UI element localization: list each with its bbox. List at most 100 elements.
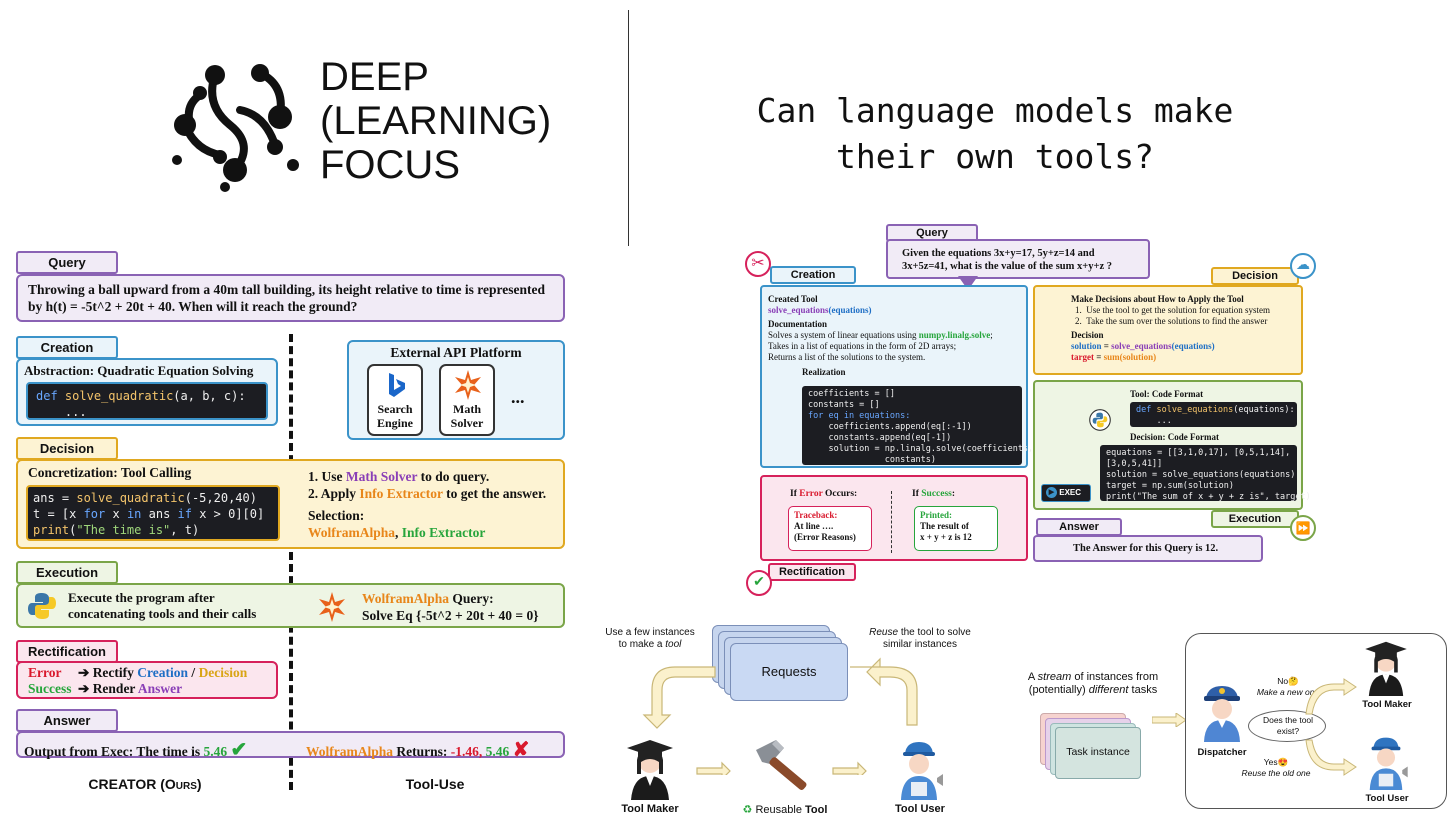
success-word: Success <box>921 489 952 499</box>
rect-decision: Decision <box>198 665 248 680</box>
exec-button[interactable]: ▶ EXEC <box>1041 484 1091 502</box>
success-prefix: If <box>912 489 919 499</box>
dispatcher-avatar <box>1198 684 1246 742</box>
yes-action: Reuse the old one <box>1241 768 1311 778</box>
rect-creation: Creation <box>137 665 189 680</box>
left-answer-box: Output from Exec: The time is 5.46 ✔ Wol… <box>16 731 565 761</box>
tool-code: def solve_equations(equations): ... <box>1130 402 1297 427</box>
stream-line1b: stream <box>1037 671 1072 683</box>
doc-line1-suffix: ; <box>990 330 993 340</box>
printed-label: Printed: <box>920 510 952 520</box>
logo-text-deep: DEEP <box>320 55 429 99</box>
decision-cloud-icon: ☁ <box>1290 253 1316 279</box>
concretization-code: ans = solve_quadratic(-5,20,40) t = [x f… <box>26 485 280 541</box>
rect-dashed-divider <box>891 491 892 553</box>
decision-title: Make Decisions about How to Apply the To… <box>1071 294 1244 304</box>
caption-left-line1: Use a few instances <box>605 627 695 638</box>
realization-label: Realization <box>802 367 846 377</box>
right-decision-box: Make Decisions about How to Apply the To… <box>1033 285 1303 375</box>
left-rectification-box: Error➔ Rectify Creation / Decision Succe… <box>16 661 278 699</box>
decision-sol-var: solution <box>1071 341 1102 351</box>
search-engine-button[interactable]: Search Engine <box>367 364 423 436</box>
dispatcher-arrows <box>1305 678 1357 776</box>
use2-prefix: 2. Apply <box>308 486 357 501</box>
dispatcher-panel: Dispatcher No🤔 Make a new one Does the t… <box>1185 633 1447 809</box>
logo-text-learning: (LEARNING) <box>320 99 552 143</box>
tool-user-avatar <box>893 738 945 800</box>
concretization-label: Concretization: Tool Calling <box>28 465 192 480</box>
decision-tgt-var: target <box>1071 352 1094 362</box>
hammer-icon <box>750 738 812 796</box>
left-dashed-divider <box>289 334 293 790</box>
decision-item2: Take the sum over the solutions to find … <box>1086 316 1268 326</box>
answer-right-label: Returns: <box>396 744 448 759</box>
stream-line2a: (potentially) <box>1028 684 1086 696</box>
traceback-label: Traceback: <box>794 510 838 520</box>
math-solver-button[interactable]: Math Solver <box>439 364 495 436</box>
exec-button-label: EXEC <box>1059 488 1082 497</box>
task-instance-stack: Task instance <box>1040 713 1150 783</box>
right-rectification-box: If Error Occurs: Traceback: At line …. (… <box>760 475 1028 561</box>
reusable-bold: Tool <box>805 804 828 816</box>
bottom-right-tool-user-avatar <box>1362 734 1410 790</box>
rect-error: Error <box>28 665 62 680</box>
realization-code: coefficients = []constants = []for eq in… <box>802 386 1033 465</box>
math-solver-label: Math Solver <box>450 402 484 430</box>
tool-code-label: Tool: Code Format <box>1130 389 1204 399</box>
api-platform-box: External API Platform Search Engine Math… <box>347 340 565 440</box>
thought-cloud: Does the tool exist? <box>1248 710 1326 742</box>
reusable-text: Reusable <box>755 804 802 816</box>
left-execution-box: Execute the program after concatenating … <box>16 583 565 628</box>
page-title-line1: Can language models make <box>756 91 1234 130</box>
created-tool-label: Created Tool <box>768 294 818 304</box>
wolfram-star-icon <box>319 592 345 622</box>
traceback-box: Traceback: At line …. (Error Reasons) <box>788 506 872 551</box>
creation-tool-icon: ✂ <box>745 251 771 277</box>
printed-line1: The result of <box>920 521 969 531</box>
doc-line3: Returns a list of the solutions to the s… <box>768 352 926 362</box>
selection-a: WolframAlpha <box>308 525 396 540</box>
decision-tgt-fn: sum <box>1103 352 1120 362</box>
selection-label: Selection: <box>308 508 365 523</box>
bing-icon <box>389 373 405 397</box>
caption-left-line2a: to make a <box>618 639 663 650</box>
printed-line2: x + y + z is 12 <box>920 532 972 542</box>
play-icon: ▶ <box>1046 487 1057 499</box>
check-icon: ✔ <box>230 739 248 761</box>
caption-right-line2: similar instances <box>883 639 957 650</box>
selection-sep: , <box>395 525 399 540</box>
search-engine-label: Search Engine <box>376 402 413 430</box>
answer-left-value: 5.46 <box>203 744 228 759</box>
wolfram-query-name: WolframAlpha <box>362 591 450 606</box>
traceback-line2: (Error Reasons) <box>794 532 856 542</box>
right-rectification-tab: Rectification <box>768 563 856 581</box>
decision-item1: Use the tool to get the solution for equ… <box>1086 305 1270 315</box>
left-query-tab: Query <box>16 251 118 274</box>
logo-network-icon <box>172 64 299 192</box>
answer-right-v1: -1.46, <box>450 744 483 759</box>
right-creation-tab: Creation <box>770 266 856 284</box>
decision-sol-fn: solve_equations <box>1111 341 1172 351</box>
success-suffix: : <box>951 489 956 499</box>
decision-sol-eq: = <box>1103 341 1109 351</box>
doc-label: Documentation <box>768 319 827 329</box>
use1-tool: Math Solver <box>345 469 418 484</box>
python-icon <box>1089 409 1111 431</box>
requests-stack: Requests <box>712 625 852 705</box>
left-query-text: Throwing a ball upward from a 40m tall b… <box>28 282 546 314</box>
left-creation-tab: Creation <box>16 336 118 359</box>
rect-success: Success <box>28 681 72 696</box>
doc-line1-prefix: Solves a system of linear equations usin… <box>768 330 917 340</box>
created-tool-arg: (equations) <box>828 305 872 315</box>
decision-code: equations = [[3,1,0,17], [0,5,1,14],[3,0… <box>1100 445 1311 502</box>
right-execution-box: Tool: Code Format def solve_equations(eq… <box>1033 380 1311 510</box>
bottom-mid-arrows <box>642 657 918 775</box>
left-rectification-tab: Rectification <box>16 640 118 663</box>
cross-icon: ✘ <box>512 739 530 761</box>
rect-slash: / <box>191 665 196 680</box>
logo-text-focus: FOCUS <box>320 143 460 187</box>
wolfram-star-icon <box>455 370 481 400</box>
doc-line1-fn: numpy.linalg.solve <box>918 330 991 340</box>
right-answer-tab: Answer <box>1036 518 1122 536</box>
decision-tgt-eq: = <box>1096 352 1102 362</box>
